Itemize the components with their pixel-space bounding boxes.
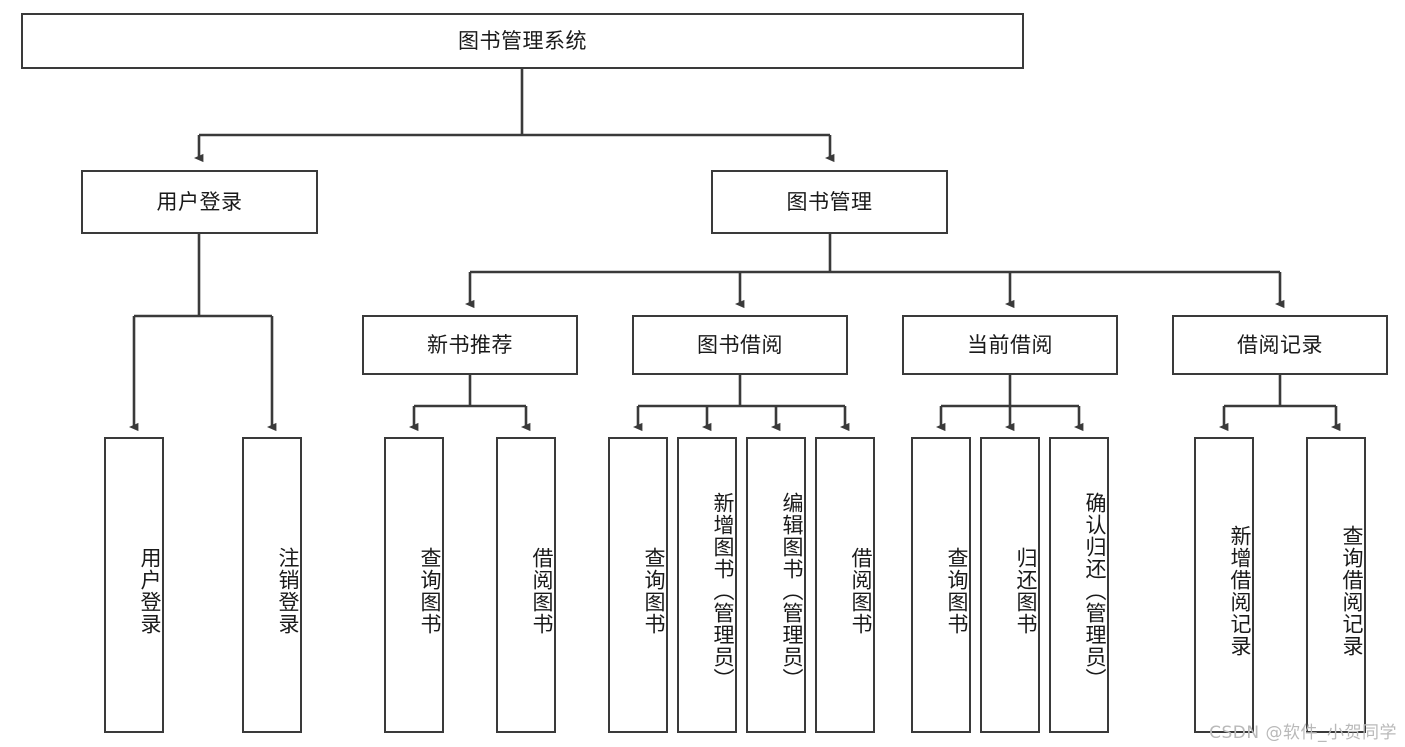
leaf-current-query-book[interactable]: 查询图书: [911, 437, 971, 733]
leaf-user-login-signin[interactable]: 用户登录: [104, 437, 164, 733]
node-label: 归还图书: [1014, 547, 1038, 635]
node-label: 新增图书（管理员）: [711, 492, 735, 690]
node-root-system[interactable]: 图书管理系统: [21, 13, 1024, 69]
leaf-record-add-record[interactable]: 新增借阅记录: [1194, 437, 1254, 733]
node-label: 借阅图书: [849, 547, 873, 635]
node-label: 图书管理: [786, 189, 873, 214]
node-label: 查询图书: [642, 547, 666, 635]
node-user-login[interactable]: 用户登录: [81, 170, 318, 234]
node-label: 新书推荐: [427, 332, 513, 357]
leaf-borrow-add-book-admin[interactable]: 新增图书（管理员）: [677, 437, 737, 733]
leaf-current-return-book[interactable]: 归还图书: [980, 437, 1040, 733]
leaf-recommend-query-book[interactable]: 查询图书: [384, 437, 444, 733]
watermark-text: CSDN @软件_小贺同学: [1209, 723, 1397, 743]
node-current-borrow[interactable]: 当前借阅: [902, 315, 1118, 375]
node-label: 借阅记录: [1237, 332, 1323, 357]
node-label: 图书管理系统: [458, 28, 587, 53]
node-label: 图书借阅: [697, 332, 783, 357]
node-label: 查询图书: [418, 547, 442, 635]
node-book-management[interactable]: 图书管理: [711, 170, 948, 234]
node-label: 用户登录: [156, 189, 243, 214]
leaf-current-confirm-return-admin[interactable]: 确认归还（管理员）: [1049, 437, 1109, 733]
node-label: 用户登录: [138, 547, 162, 635]
node-label: 当前借阅: [967, 332, 1053, 357]
node-label: 编辑图书（管理员）: [780, 492, 804, 690]
node-book-borrow[interactable]: 图书借阅: [632, 315, 848, 375]
node-label: 借阅图书: [530, 547, 554, 635]
node-label: 查询图书: [945, 547, 969, 635]
node-label: 查询借阅记录: [1340, 525, 1364, 657]
node-label: 新增借阅记录: [1228, 525, 1252, 657]
leaf-user-login-logout[interactable]: 注销登录: [242, 437, 302, 733]
leaf-borrow-borrow-book[interactable]: 借阅图书: [815, 437, 875, 733]
leaf-record-query-record[interactable]: 查询借阅记录: [1306, 437, 1366, 733]
leaf-borrow-query-book[interactable]: 查询图书: [608, 437, 668, 733]
node-label: 注销登录: [276, 547, 300, 635]
leaf-borrow-edit-book-admin[interactable]: 编辑图书（管理员）: [746, 437, 806, 733]
node-new-book-recommend[interactable]: 新书推荐: [362, 315, 578, 375]
node-borrow-record[interactable]: 借阅记录: [1172, 315, 1388, 375]
node-label: 确认归还（管理员）: [1083, 492, 1107, 690]
leaf-recommend-borrow-book[interactable]: 借阅图书: [496, 437, 556, 733]
